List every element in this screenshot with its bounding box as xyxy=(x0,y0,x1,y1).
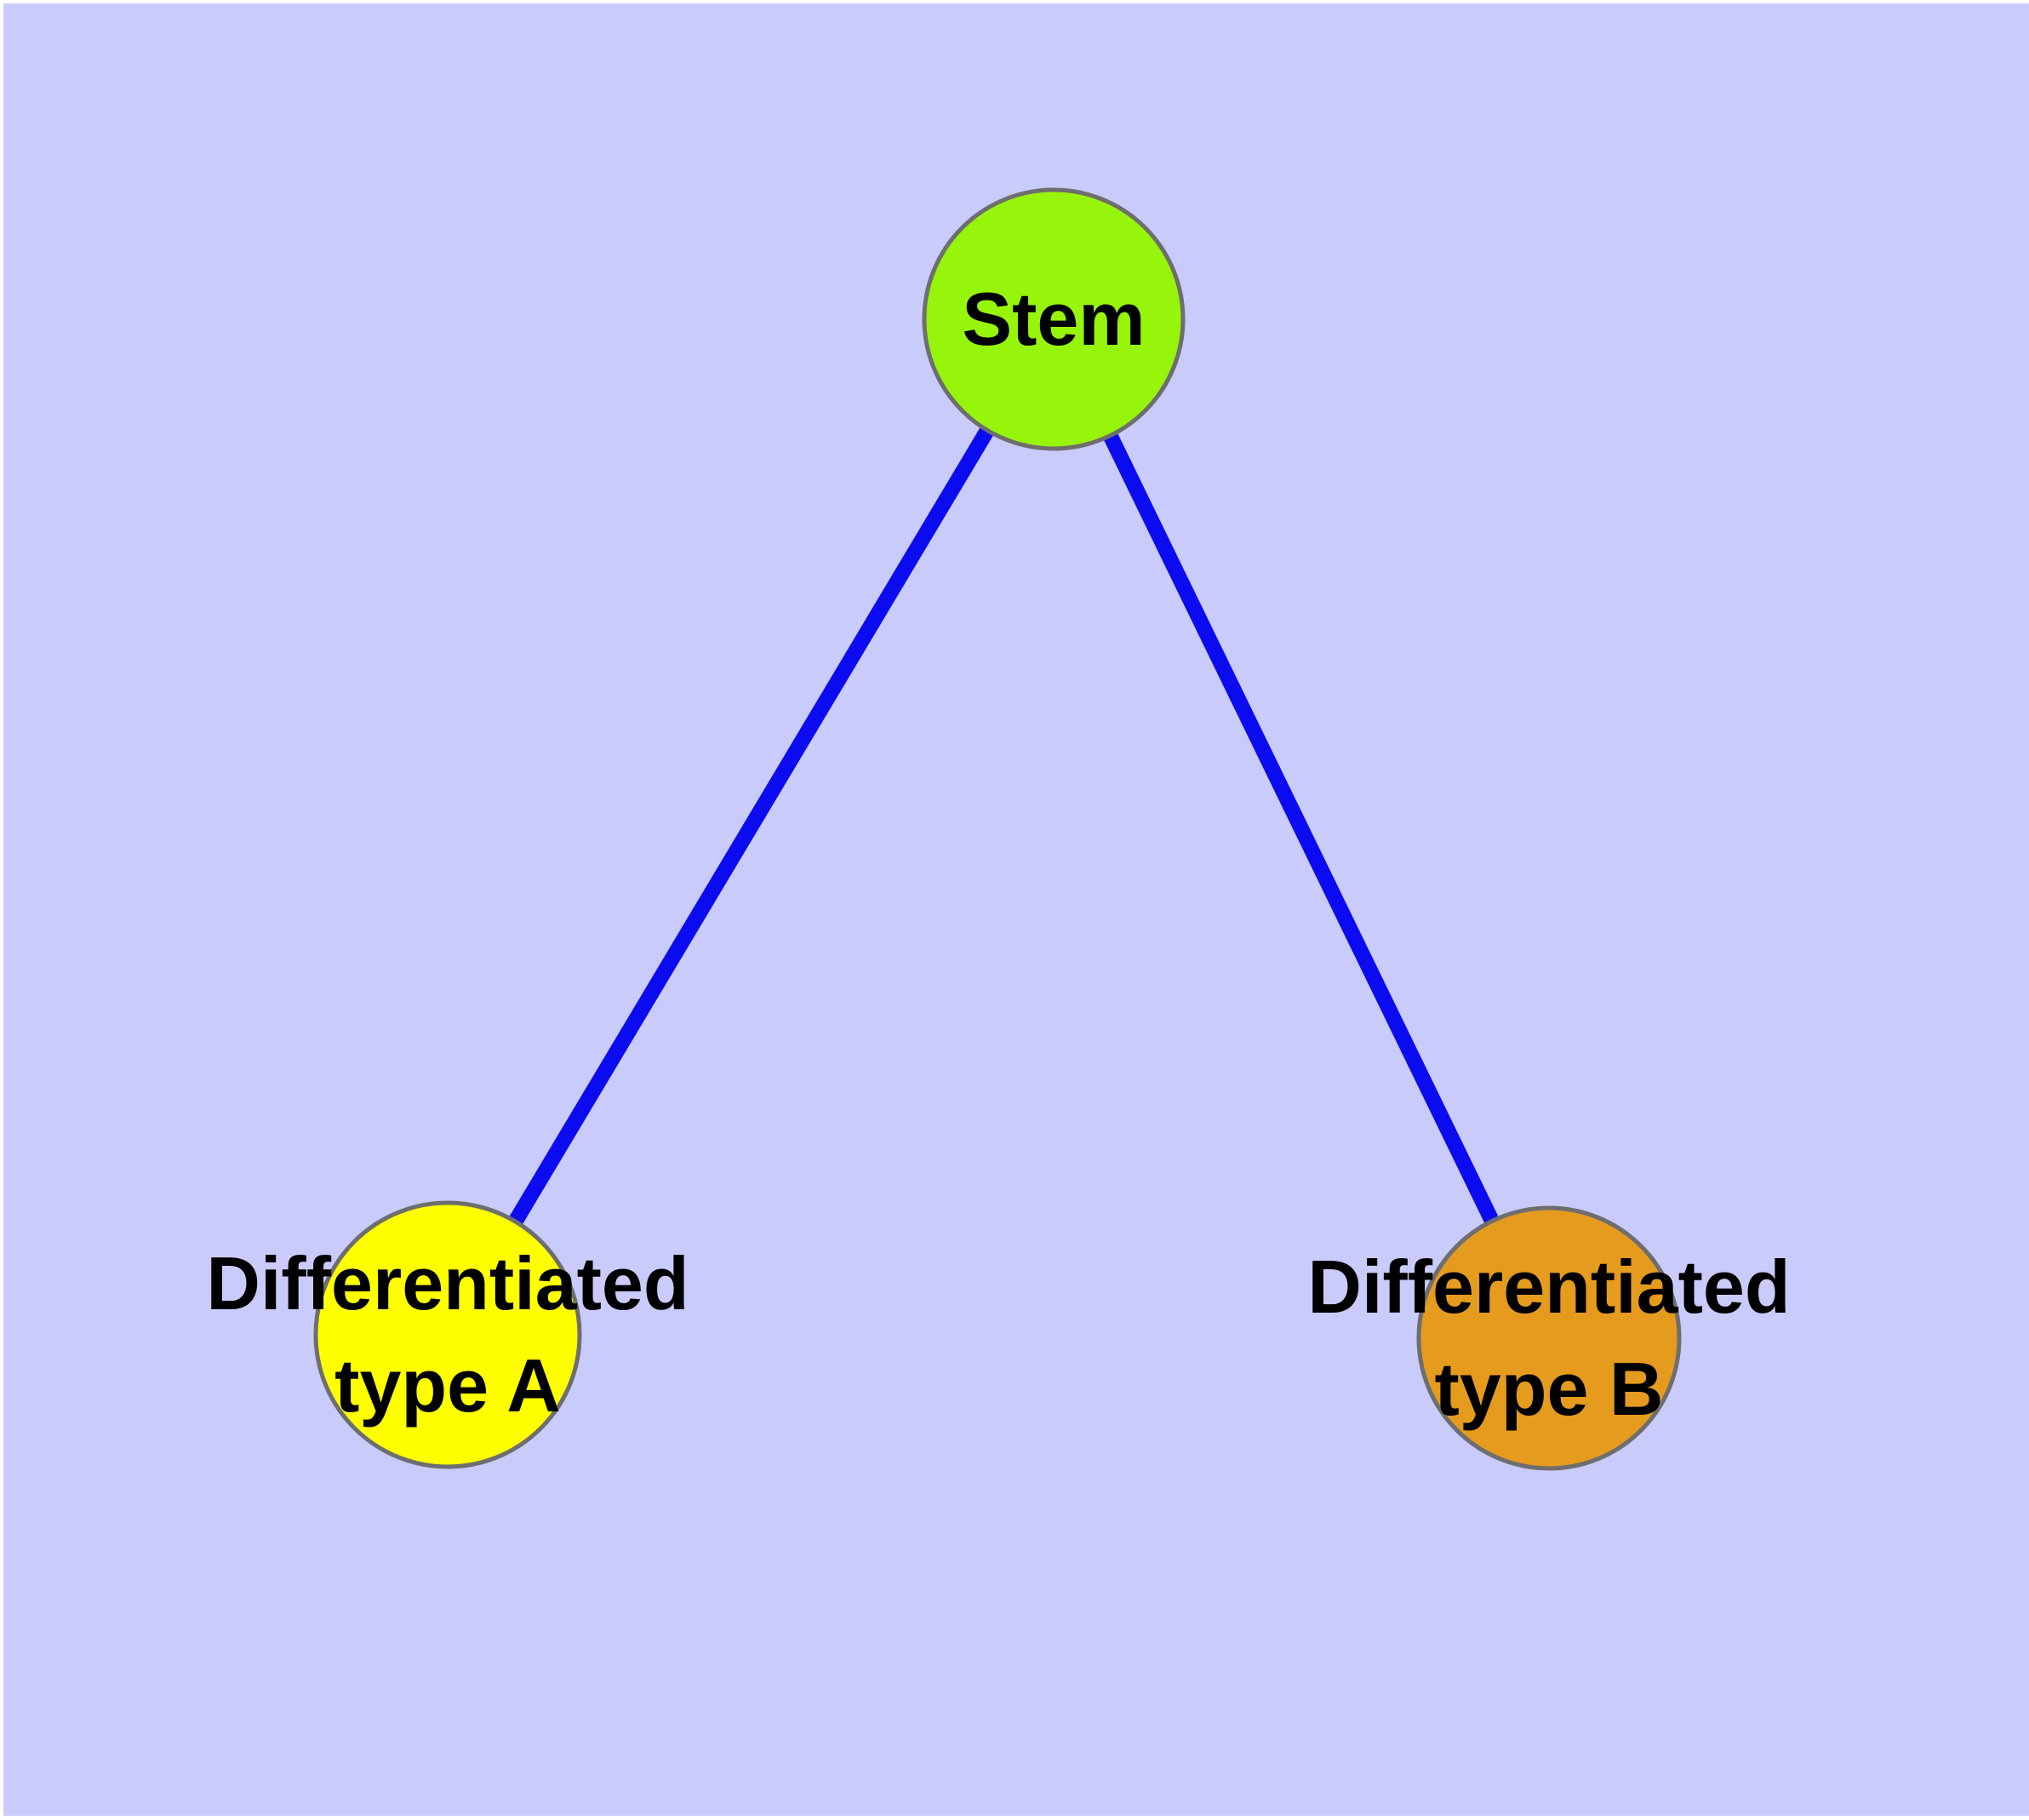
node-stem-circle xyxy=(922,187,1186,451)
node-type-b-circle xyxy=(1416,1205,1682,1471)
edge-stem-to-type-b xyxy=(1046,316,1557,1342)
edge-stem-to-type-a xyxy=(441,315,1060,1339)
node-type-a-circle xyxy=(313,1200,582,1469)
